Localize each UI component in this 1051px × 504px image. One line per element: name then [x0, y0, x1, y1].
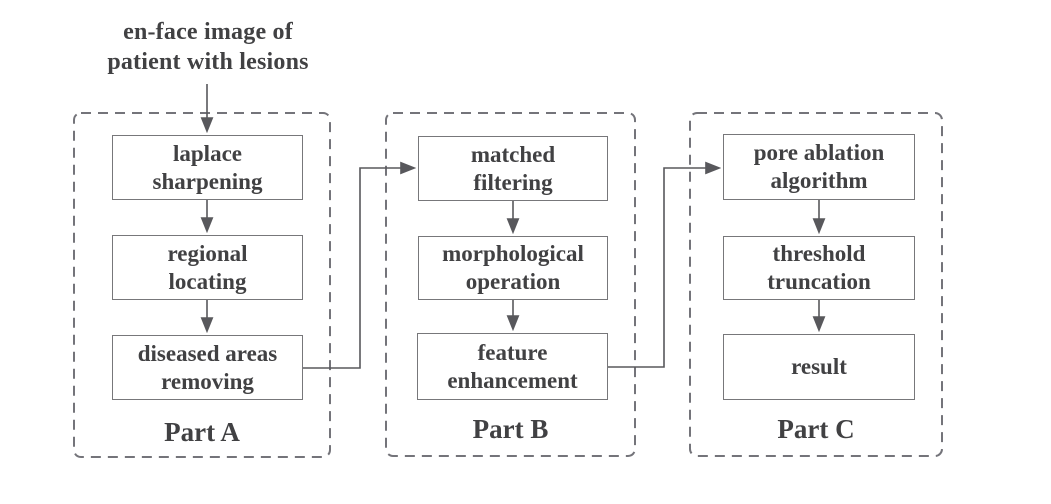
step-line: diseased areas: [137, 340, 278, 366]
step-line: algorithm: [770, 168, 868, 193]
step-line: pore ablation: [753, 140, 885, 165]
step-box-feature-enhancement: feature enhancement: [417, 333, 608, 400]
step-box-matched-filtering: matched filtering: [418, 136, 608, 201]
step-line: locating: [168, 268, 247, 294]
part-a-label: Part A: [164, 417, 240, 447]
step-box-result: result: [723, 334, 915, 400]
step-box-threshold-truncation: threshold truncation: [723, 236, 915, 300]
part-b-label: Part B: [472, 414, 549, 444]
input-annotation-line: en-face image of: [123, 19, 293, 45]
step-line: regional: [167, 240, 248, 266]
step-box-laplace-sharpening: laplace sharpening: [112, 135, 303, 200]
part-c-label: Part C: [777, 414, 855, 444]
step-line: enhancement: [447, 367, 578, 393]
input-annotation: en-face image of patient with lesions: [82, 17, 334, 77]
step-line: feature: [477, 339, 548, 365]
step-box-pore-ablation-algorithm: pore ablation algorithm: [723, 134, 915, 200]
step-line: sharpening: [152, 168, 263, 194]
connector-part-b-to-c: [608, 161, 722, 368]
step-box-regional-locating: regional locating: [112, 235, 303, 300]
input-annotation-line: patient with lesions: [107, 49, 309, 75]
step-line: threshold: [772, 241, 866, 266]
step-box-morphological-operation: morphological operation: [418, 236, 608, 300]
step-line: result: [791, 354, 847, 379]
step-line: truncation: [767, 269, 871, 294]
flow-arrows: [200, 84, 826, 369]
connector-part-a-to-b: [303, 161, 417, 369]
step-line: removing: [161, 368, 254, 394]
step-line: morphological: [442, 241, 584, 266]
step-line: filtering: [473, 169, 553, 195]
step-box-diseased-areas-removing: diseased areas removing: [112, 335, 303, 400]
step-line: laplace: [173, 140, 242, 166]
step-line: operation: [465, 269, 561, 294]
step-line: matched: [470, 141, 556, 167]
